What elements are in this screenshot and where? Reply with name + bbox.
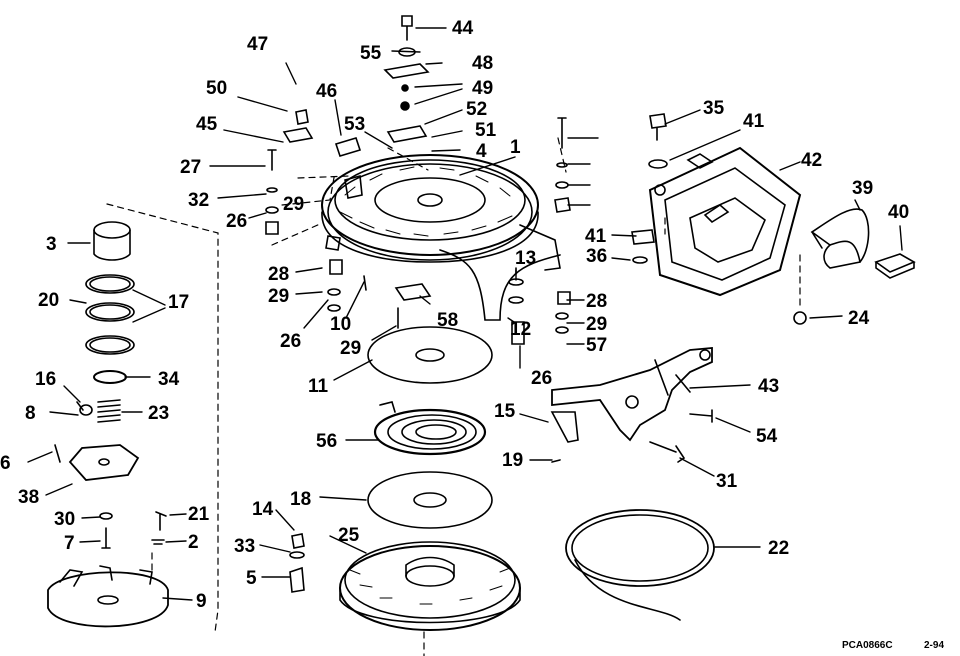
callout: 13 (515, 248, 536, 269)
callout: 48 (472, 53, 493, 74)
part-cup-3 (93, 221, 131, 261)
part-spring-8 (97, 399, 121, 423)
callout: 7 (64, 533, 75, 554)
callout: 52 (466, 99, 487, 120)
callout: 41 (585, 226, 607, 247)
callout: 18 (290, 489, 311, 510)
callout: 40 (888, 202, 909, 223)
callout: 21 (188, 504, 210, 525)
callout: 57 (586, 335, 607, 356)
callout: 28 (268, 264, 289, 285)
callout: 46 (316, 81, 337, 102)
callout: 36 (586, 246, 607, 267)
callout: 29 (340, 338, 361, 359)
part-starter-housing (321, 154, 561, 321)
callout: 42 (801, 150, 822, 171)
callout: 2 (188, 532, 199, 553)
part-pin-19 (54, 444, 61, 463)
callout: 6 (0, 453, 11, 474)
callout: 17 (168, 292, 189, 313)
callout: 27 (180, 157, 201, 178)
part-screw-43 (793, 311, 807, 325)
callout: 45 (196, 114, 218, 135)
callout: 22 (768, 538, 789, 559)
callout: 49 (472, 78, 493, 99)
callout: 50 (206, 78, 227, 99)
part-pin-15 (79, 404, 93, 416)
callout: 29 (268, 286, 289, 307)
callout: 53 (344, 114, 365, 135)
callout: 29 (586, 314, 607, 335)
callout: 35 (703, 98, 725, 119)
callout: 24 (848, 308, 870, 329)
part-lever-34 (551, 347, 713, 442)
callout: 9 (196, 591, 207, 612)
callout: 11 (308, 376, 329, 397)
callout: 32 (188, 190, 209, 211)
callout: 25 (338, 525, 360, 546)
part-washers-20-17 (85, 274, 135, 355)
callout: 38 (18, 487, 39, 508)
part-screw-21-22-9 (289, 533, 305, 593)
part-pulley-7 (339, 541, 521, 631)
callout: 31 (716, 471, 738, 492)
callout: 41 (743, 111, 765, 132)
callout: 30 (54, 509, 75, 530)
callout: 8 (25, 403, 36, 424)
callout: 56 (316, 431, 337, 452)
figure-date: 2-94 (924, 640, 945, 651)
callout: 3 (46, 234, 57, 255)
callout: 55 (360, 43, 382, 64)
part-bolt-38 (649, 441, 686, 463)
callout: 16 (35, 369, 56, 390)
part-rope-5 (565, 509, 715, 621)
callout: 5 (246, 568, 257, 589)
part-plate-18 (68, 444, 140, 481)
part-bolt-56 (689, 409, 713, 423)
callout: 33 (234, 536, 255, 557)
callout: 4 (476, 141, 487, 162)
callout: 28 (586, 291, 607, 312)
part-screw-2-25-30-33 (99, 511, 167, 549)
part-pin-54 (550, 411, 579, 443)
part-cup-37 (47, 565, 169, 628)
part-handle-39 (810, 208, 870, 269)
callout: 54 (756, 426, 778, 447)
callout: 43 (758, 376, 779, 397)
callout: 12 (510, 319, 531, 340)
callout: 26 (280, 331, 301, 352)
callout: 10 (330, 314, 351, 335)
part-insert-40 (874, 253, 916, 279)
callout: 58 (437, 310, 458, 331)
figure-code: PCA0866C (842, 640, 893, 651)
part-disc-14 (367, 471, 493, 529)
callout: 15 (494, 401, 516, 422)
dashed-guide-lines (106, 137, 801, 656)
callout-labels: 44 55 48 47 50 46 49 52 53 51 45 4 1 27 … (0, 18, 909, 612)
callout: 39 (852, 178, 873, 199)
callout: 34 (158, 369, 180, 390)
callout: 44 (452, 18, 474, 39)
callout: 19 (502, 450, 523, 471)
callout: 14 (252, 499, 274, 520)
leader-lines (27, 27, 903, 601)
callout: 47 (247, 34, 268, 55)
callout: 29 (283, 194, 304, 215)
callout: 20 (38, 290, 59, 311)
callout: 26 (531, 368, 552, 389)
callout: 51 (475, 120, 497, 141)
part-spring-6 (373, 401, 487, 456)
part-disc-24 (367, 326, 493, 384)
callout: 26 (226, 211, 247, 232)
part-ring-16 (93, 370, 127, 384)
callout: 23 (148, 403, 169, 424)
callout: 1 (510, 137, 521, 158)
small-hardware (76, 15, 668, 463)
part-bracket-42 (648, 146, 802, 297)
